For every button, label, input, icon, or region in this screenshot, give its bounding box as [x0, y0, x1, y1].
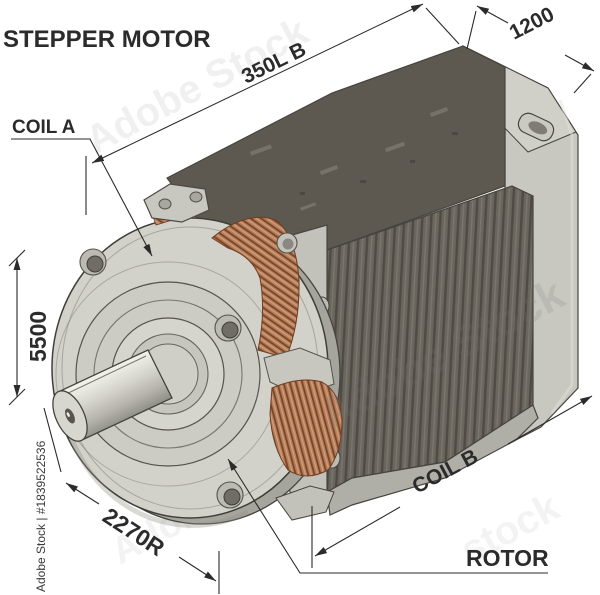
- callout-coil-a: COIL A: [11, 117, 153, 257]
- shaft-end-face: [52, 390, 88, 442]
- dimension-flange-height-value: 5500: [25, 311, 51, 362]
- rotor-label: ROTOR: [466, 545, 549, 571]
- frame-ear: [275, 485, 335, 521]
- stock-credit-watermark: Adobe Stock | #1839522536: [34, 440, 48, 592]
- bottom-rail: [326, 404, 539, 516]
- lug-screw: [189, 191, 203, 203]
- mounting-hole: [216, 481, 244, 509]
- dimension-flange-height: 5500: [8, 249, 51, 406]
- mounting-hole: [214, 314, 242, 342]
- coil-b-winding: [269, 379, 343, 477]
- callout-rotor: ROTOR: [227, 458, 549, 574]
- frame-bolt: [276, 232, 298, 254]
- rear-cap-slot: [517, 112, 555, 142]
- laminated-core: [326, 185, 539, 516]
- mounting-holes: [79, 248, 244, 509]
- coil-a-label: COIL A: [12, 117, 76, 138]
- motor-illustration: Adobe Stock: [51, 45, 579, 528]
- lug-screw: [158, 198, 172, 210]
- coil-a-winding: [211, 216, 300, 359]
- top-lug: [143, 183, 210, 223]
- drawing-title: STEPPER MOTOR: [3, 26, 211, 53]
- mounting-hole: [79, 248, 107, 276]
- cutaway-windings: [151, 203, 343, 521]
- shaft: [52, 349, 173, 442]
